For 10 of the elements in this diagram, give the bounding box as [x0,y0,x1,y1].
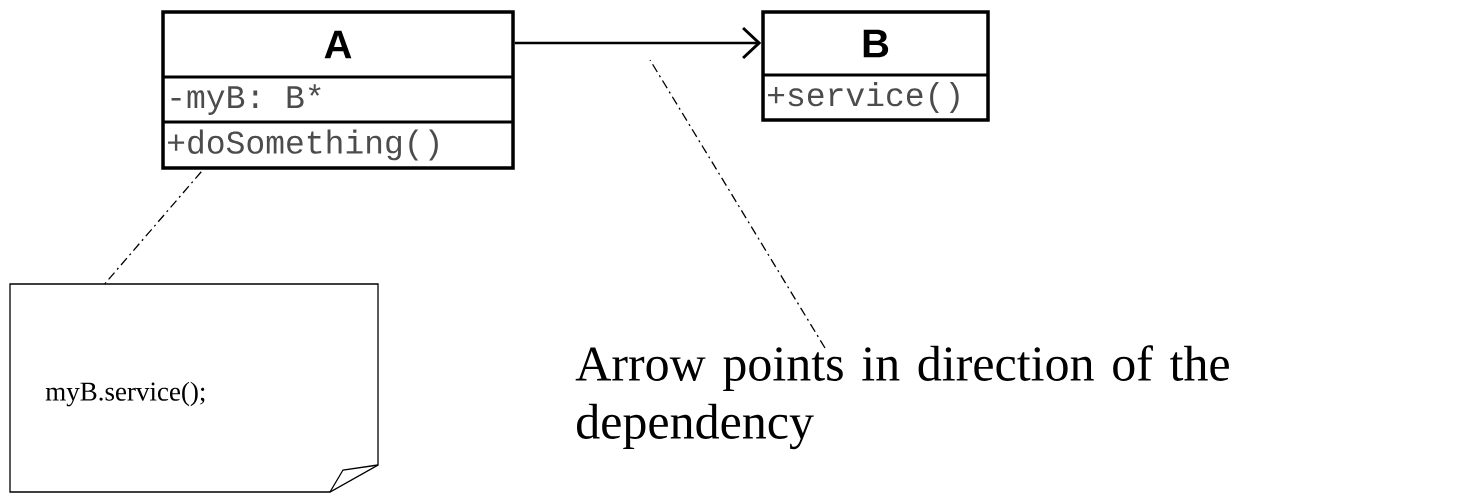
class-name: A [324,30,352,59]
operation-text: +doSomething() [168,129,438,161]
note-connector [104,171,202,285]
class-name: B [863,29,889,58]
dependency-arrow [514,26,762,60]
operation-text: +service() [768,82,959,113]
note-text: myB.service(); [45,381,205,407]
annotation-text: Arrow points in direction of the dependency [575,345,1229,450]
leader-line [649,59,826,349]
attribute-text: -myB: B* [171,84,321,115]
